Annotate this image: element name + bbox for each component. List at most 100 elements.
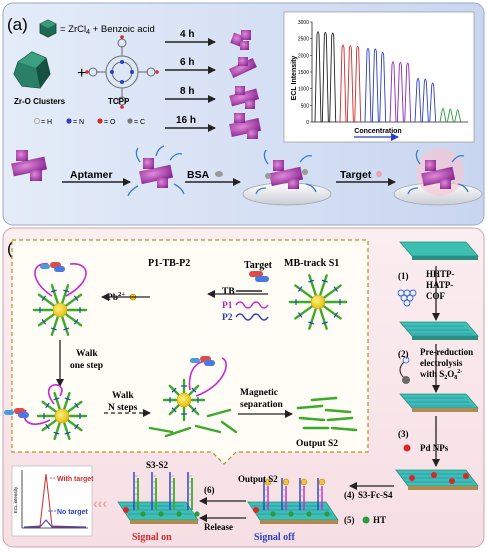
panel-b: (b) P1-TB-P2 Target TB P1 P2 MB-track S1… xyxy=(2,227,485,548)
bsa-label: BSA xyxy=(187,169,210,181)
hhtp-line2: HATP- xyxy=(426,280,453,290)
atom-legend-o: = O xyxy=(104,119,116,126)
ecl-peak xyxy=(321,31,329,123)
walker-arm xyxy=(37,313,55,327)
walker-arm xyxy=(41,419,57,432)
walker-arm-tick xyxy=(321,279,328,283)
walker-core xyxy=(52,302,68,318)
ecl-chart-background xyxy=(283,11,475,143)
walker-p1-tb-p2 xyxy=(32,262,88,336)
walker-arm-tick xyxy=(171,407,177,413)
walk-one-step-1: Walk xyxy=(76,349,98,359)
walker-arm xyxy=(53,391,61,410)
pd-electrode xyxy=(395,469,479,490)
walker-tb-blue xyxy=(18,412,29,418)
time-8h: 8 h xyxy=(180,86,194,97)
panel-a: (a) = ZrCl4 + Benzoic acid Zr-O Clusters… xyxy=(2,2,485,226)
ecl-peak xyxy=(354,45,362,123)
target-label: Target xyxy=(340,169,372,181)
s3-fc-s4-label: S3-Fc-S4 xyxy=(358,490,393,500)
pd-nps-label: Pd NPs xyxy=(420,443,449,453)
walker-core xyxy=(176,392,192,408)
walker-arm xyxy=(41,400,57,413)
walker-arm-tick xyxy=(333,286,339,292)
walker-n-steps xyxy=(148,356,238,438)
walk-n-steps-2: N steps xyxy=(108,403,138,413)
walker-arm xyxy=(65,293,83,307)
detached-strand xyxy=(206,408,232,418)
walker-arm-tick xyxy=(50,327,57,331)
walker-arm-tick xyxy=(41,295,47,302)
electrode-with-target xyxy=(393,148,483,206)
step1-label: (1) xyxy=(398,271,409,281)
p1-label: P1 xyxy=(222,301,233,311)
reduction-cycle-icon xyxy=(399,356,410,384)
no-target-label: No target xyxy=(57,509,88,516)
output-s2-strand xyxy=(296,404,324,410)
ecl-peak xyxy=(371,48,379,123)
walker-tb-blue xyxy=(204,360,215,366)
with-target-label: With target xyxy=(57,476,94,483)
mof-with-aptamer xyxy=(127,145,185,197)
walk-one-step-2: one step xyxy=(70,361,103,371)
output-s2-strand xyxy=(310,396,338,402)
ecl-y-tick-label: 500 xyxy=(301,103,310,109)
walker-arm-tick xyxy=(308,279,315,283)
time-6h: 6 h xyxy=(180,57,194,68)
p1-strand xyxy=(235,301,269,309)
ecl-peak xyxy=(454,109,462,123)
walker-arm xyxy=(308,308,317,330)
walker-arm xyxy=(308,274,317,296)
walker-arm-tick xyxy=(297,312,303,318)
signal-off-electrode xyxy=(247,478,339,524)
mof-particle-8h xyxy=(229,86,260,109)
ecl-y-tick-label: 1000 xyxy=(298,87,309,93)
ecl-peak xyxy=(429,82,437,123)
walker-arm-tick xyxy=(74,423,79,430)
atom-legend-n: = N xyxy=(73,119,84,126)
aptamer-label: Aptamer xyxy=(70,169,113,181)
fc-label-icon xyxy=(282,478,290,486)
ecl-peak xyxy=(379,51,387,123)
ecl-chart-ylabel: ECL Intensity xyxy=(291,56,298,101)
bare-electrode xyxy=(399,241,479,260)
walker-arm-tick xyxy=(73,318,79,325)
s3-s2-label: S3-S2 xyxy=(146,460,169,470)
mof-particle-6h xyxy=(229,57,257,79)
walker-arm-tick xyxy=(171,387,177,393)
synthesis-arrows xyxy=(165,38,216,132)
walker-arm-tick xyxy=(297,286,303,292)
walker-arm xyxy=(323,305,342,320)
release-label: Release xyxy=(204,522,233,532)
ecl-peak xyxy=(339,44,347,123)
ecl-chart-xlabel: Concentration xyxy=(354,128,401,135)
ht-dot xyxy=(176,511,182,517)
mof-particle-16h xyxy=(229,113,262,139)
plus-sign: + xyxy=(77,65,86,82)
walker-arm xyxy=(53,422,61,441)
mb-track-s1 xyxy=(288,274,348,330)
pb-label: Pb2+ xyxy=(107,291,125,303)
walker-arm xyxy=(65,313,83,327)
walker-arm-tick xyxy=(53,431,60,435)
pd-dot xyxy=(253,507,259,513)
prered-line3: with S2O82- xyxy=(420,369,462,381)
zr-legend-text: = ZrCl4 + Benzoic acid xyxy=(60,24,155,36)
output-s2-strand xyxy=(298,416,326,422)
atom-legend-h: = H xyxy=(41,119,52,126)
walker-arm xyxy=(67,419,83,432)
output-s2-strands xyxy=(296,396,358,432)
output-s2-strand xyxy=(326,416,354,422)
mini-plot-ylabel: ECL intensity xyxy=(13,486,18,513)
magnetic-separation-1: Magnetic xyxy=(240,388,278,398)
target-tb-icon xyxy=(249,271,269,282)
ecl-peak xyxy=(446,108,454,123)
ht-dot xyxy=(306,511,312,517)
zr-o-cluster-icon xyxy=(13,51,51,89)
walker-arm xyxy=(294,284,313,299)
walker-tb-cyan xyxy=(190,358,200,363)
tb-label: TB xyxy=(222,287,235,297)
walker-arm-tick xyxy=(64,431,71,435)
output-s2-strand xyxy=(324,408,352,414)
